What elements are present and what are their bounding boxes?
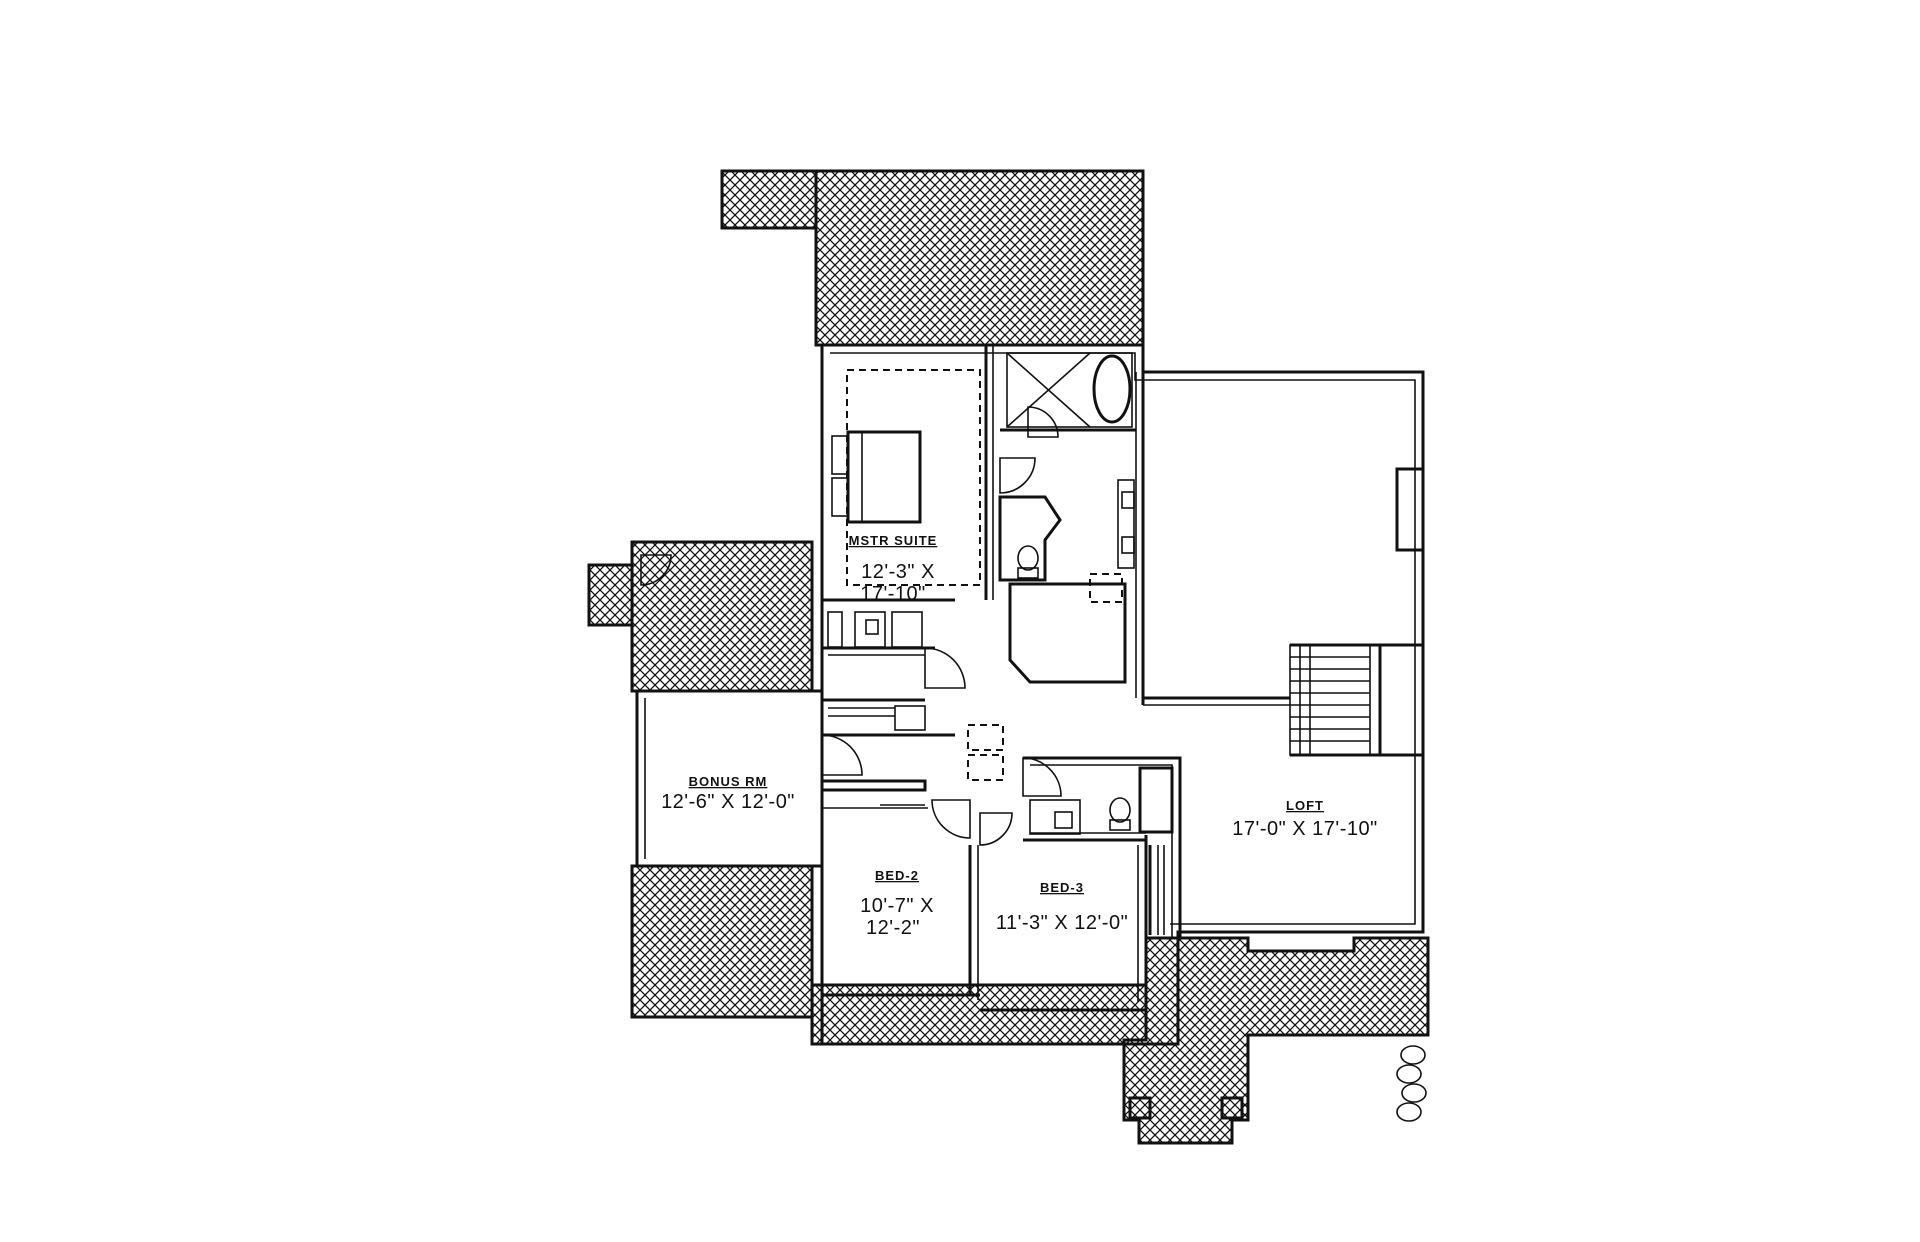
stepping-stone (1396, 1064, 1422, 1084)
master-closet-outline (846, 369, 981, 586)
door-swing (640, 554, 672, 586)
bonus-room-dim: 12'-6" X 12'-0" (661, 791, 795, 813)
bonus-room-name: BONUS RM (689, 774, 768, 789)
sink (1054, 811, 1073, 829)
master-suite-name: MSTR SUITE (849, 533, 938, 548)
dryer (891, 611, 923, 648)
door-swing (821, 734, 863, 776)
bed-3-dim: 11'-3" X 12'-0" (996, 912, 1128, 934)
master-suite-dim-2: 17'-10" (860, 583, 926, 605)
master-tub (1092, 354, 1132, 424)
toilet (1017, 545, 1039, 571)
stairs (1289, 644, 1371, 756)
door-swing (931, 799, 971, 839)
loft-dim: 17'-0" X 17'-10" (1232, 818, 1377, 840)
stepping-stone (1401, 1083, 1427, 1103)
fixtures (822, 352, 1427, 1122)
bed-2-dim-2: 12'-2" (866, 917, 920, 939)
loft-name: LOFT (1286, 798, 1324, 813)
sink (1121, 491, 1135, 509)
door-swing (979, 812, 1013, 846)
toilet (1109, 797, 1131, 823)
stepping-stone (1396, 1102, 1422, 1122)
roof-left-lower (630, 864, 814, 1019)
master-shower (1006, 352, 1133, 428)
master-suite-dim-1: 12'-3" X (861, 561, 935, 583)
roof-top-small (720, 169, 818, 230)
door-swing (924, 647, 966, 689)
interior-walls (822, 345, 1423, 1012)
door-swing (1027, 406, 1059, 438)
door-swing (1022, 757, 1062, 797)
bed-2-dim-1: 10'-7" X (860, 895, 934, 917)
room-labels: MSTR SUITE 12'-3" X 17'-10" BONUS RM 12'… (661, 533, 1377, 939)
stepping-stone (1400, 1045, 1426, 1065)
doors (640, 406, 1062, 846)
master-bed (846, 430, 922, 524)
washer (854, 611, 886, 648)
sink (1121, 536, 1135, 554)
roof-top-main (814, 169, 1145, 347)
roof-left-upper (630, 540, 814, 693)
roof-left-bump (587, 563, 634, 627)
door-swing (999, 457, 1036, 494)
bed-2-name: BED-2 (875, 868, 919, 883)
attic-access (967, 724, 1004, 751)
bath2-tub (1138, 766, 1174, 834)
roof-bottom-right (1122, 936, 1430, 1145)
bed-3-name: BED-3 (1040, 880, 1084, 895)
